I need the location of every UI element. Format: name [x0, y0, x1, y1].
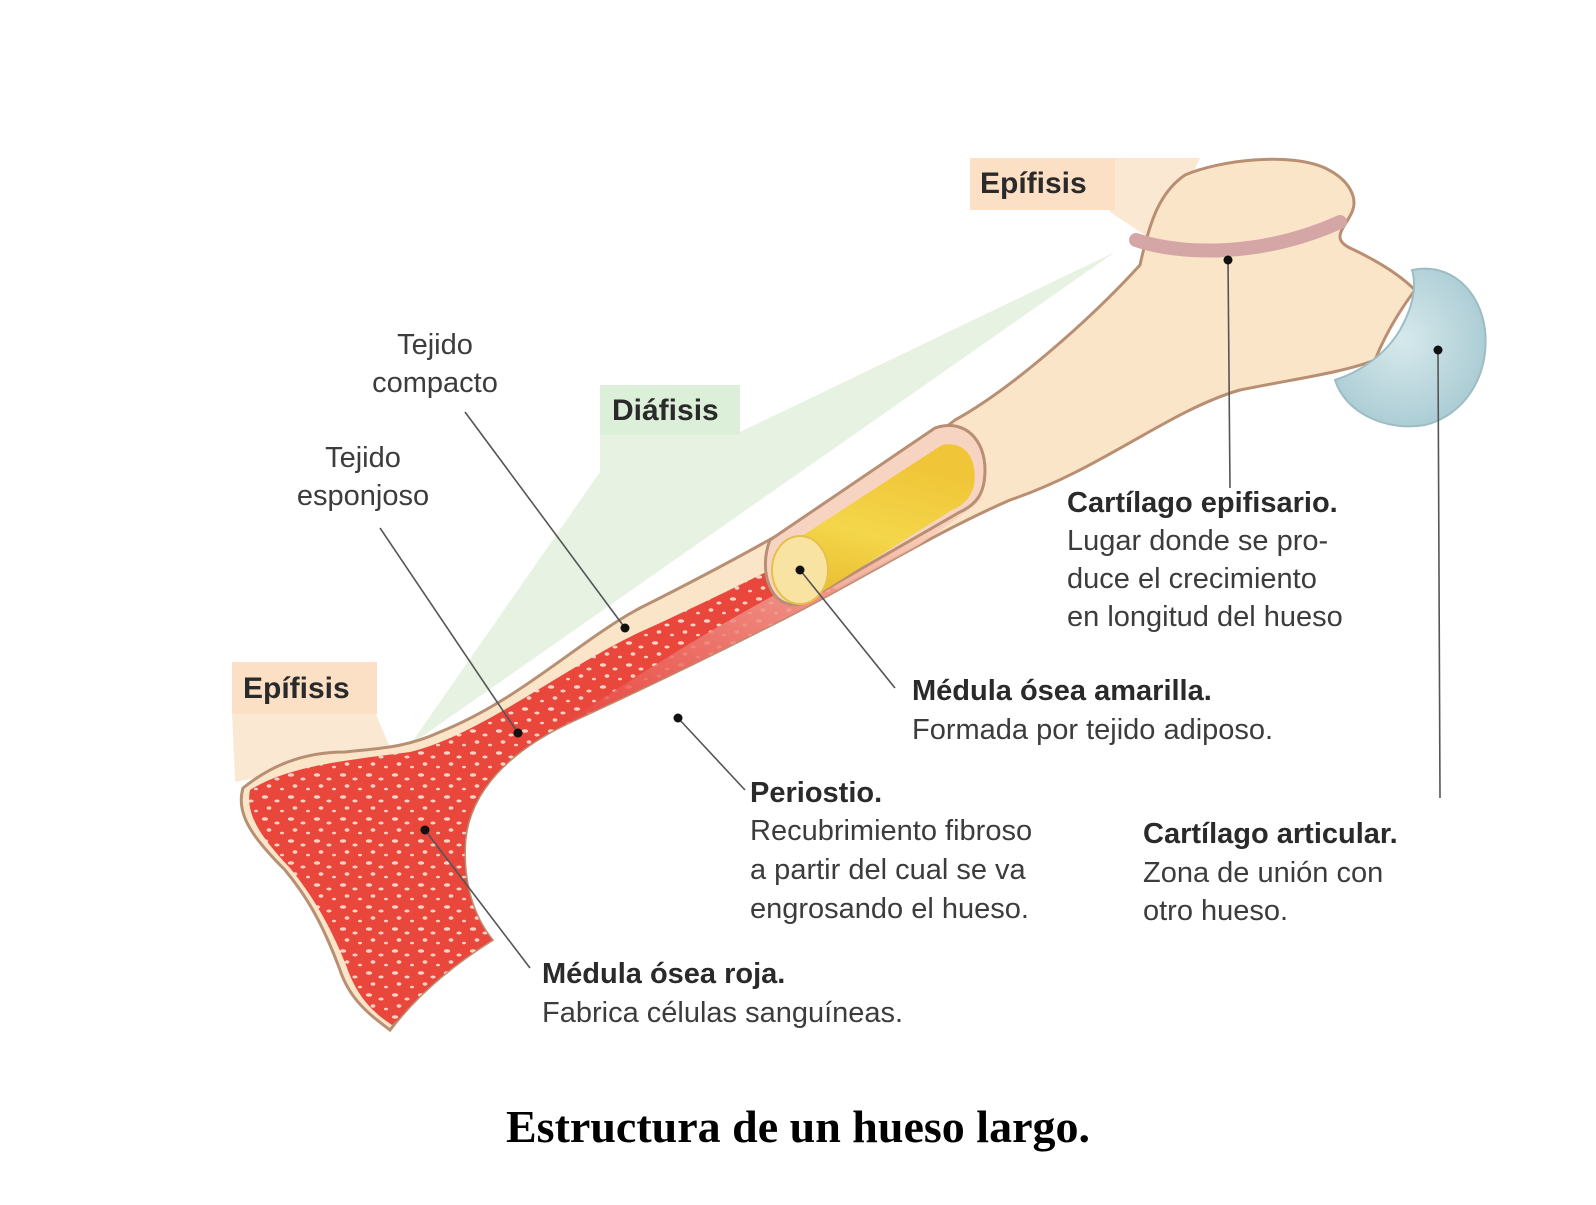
epifisis-top-tag: Epífisis	[980, 167, 1087, 200]
leader-medula-amarilla	[799, 569, 896, 689]
figure-caption: Estructura de un hueso largo.	[506, 1101, 1090, 1152]
epifisis-top-tag-bg	[970, 158, 1115, 210]
leader-tejido-esponjoso	[379, 527, 519, 734]
tejido-compacto-label: Tejido compacto	[372, 329, 498, 399]
svg-text:otro hueso.: otro hueso.	[1143, 895, 1288, 927]
pointer-dot-periostio	[673, 713, 683, 723]
cartilago-articular-annotation: Cartílago articular. Zona de unión con o…	[1143, 818, 1398, 927]
pointer-dot-cartilago-epifisario	[1223, 255, 1233, 265]
svg-text:Lugar donde se pro-: Lugar donde se pro-	[1067, 525, 1328, 557]
svg-text:en longitud del hueso: en longitud del hueso	[1067, 601, 1343, 633]
leader-periostio	[677, 717, 746, 791]
svg-text:Fabrica células sanguíneas.: Fabrica células sanguíneas.	[542, 997, 903, 1029]
svg-text:Zona de unión con: Zona de unión con	[1143, 857, 1383, 889]
cartilago-epifisario-annotation: Cartílago epifisario. Lugar donde se pro…	[1067, 487, 1343, 633]
pointer-dot-tejido-esponjoso	[513, 728, 523, 738]
tejido-esponjoso-label: Tejido esponjoso	[297, 442, 429, 512]
svg-text:Periostio.: Periostio.	[750, 777, 882, 809]
pointer-dot-tejido-compacto	[620, 623, 630, 633]
pointer-dot-medula-amarilla	[795, 565, 805, 575]
diafisis-tag-bg	[600, 385, 740, 435]
leader-tejido-compacto	[464, 411, 626, 629]
svg-text:engrosando el hueso.: engrosando el hueso.	[750, 893, 1029, 925]
leader-cartilago-epifisario	[1227, 259, 1231, 489]
svg-text:Formada por tejido adiposo.: Formada por tejido adiposo.	[912, 714, 1273, 746]
pointer-dot-medula-roja	[420, 825, 430, 835]
pointer-dot-cartilago-articular	[1433, 345, 1443, 355]
svg-text:duce el crecimiento: duce el crecimiento	[1067, 563, 1317, 595]
leader-cartilago-articular	[1437, 349, 1441, 799]
medula-roja-annotation: Médula ósea roja. Fabrica células sanguí…	[542, 958, 903, 1029]
epifisis-left-tag-bg	[232, 662, 377, 714]
svg-text:Médula ósea amarilla.: Médula ósea amarilla.	[912, 675, 1212, 707]
svg-text:Recubrimiento fibroso: Recubrimiento fibroso	[750, 815, 1032, 847]
svg-text:compacto: compacto	[372, 367, 498, 399]
svg-text:Médula ósea roja.: Médula ósea roja.	[542, 958, 785, 990]
leader-medula-roja	[424, 829, 531, 969]
articular-cartilage	[1333, 267, 1487, 428]
svg-text:Cartílago articular.: Cartílago articular.	[1143, 818, 1398, 850]
medula-amarilla-annotation: Médula ósea amarilla. Formada por tejido…	[912, 675, 1273, 746]
svg-text:esponjoso: esponjoso	[297, 480, 429, 512]
diafisis-wedge	[410, 252, 1115, 745]
diafisis-tag: Diáfisis	[612, 394, 719, 427]
periostio-annotation: Periostio. Recubrimiento fibroso a parti…	[750, 777, 1032, 925]
svg-text:Tejido: Tejido	[325, 442, 401, 474]
svg-text:Cartílago epifisario.: Cartílago epifisario.	[1067, 487, 1338, 519]
svg-text:a partir del cual se va: a partir del cual se va	[750, 854, 1027, 886]
epifisis-left-tag: Epífisis	[243, 672, 350, 705]
svg-text:Tejido: Tejido	[397, 329, 473, 361]
epifisis-left-wedge	[232, 712, 392, 782]
yellow-marrow-cylinder	[788, 444, 975, 598]
epiphyseal-line	[1129, 215, 1347, 258]
